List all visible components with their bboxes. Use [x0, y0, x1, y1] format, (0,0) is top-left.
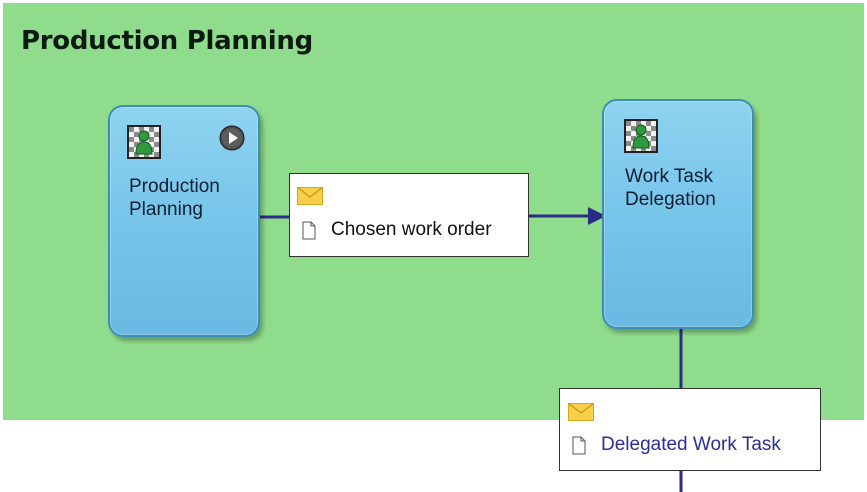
message-label: Chosen work order [331, 219, 492, 240]
arrowhead [588, 207, 606, 225]
message-chosen-work-order[interactable]: Chosen work order [289, 173, 529, 257]
document-icon [572, 436, 586, 455]
swimlane-title: Production Planning [21, 26, 313, 56]
task-production-planning[interactable]: Production Planning [108, 105, 260, 337]
task-label: Production Planning [129, 176, 220, 220]
message-link[interactable]: Delegated Work Task [601, 434, 781, 455]
envelope-icon [297, 187, 323, 205]
user-task-icon [624, 119, 658, 153]
task-label: Work Task Delegation [625, 166, 716, 210]
message-delegated-work-task[interactable]: Delegated Work Task [559, 388, 821, 471]
envelope-icon [568, 403, 594, 421]
task-work-task-delegation[interactable]: Work Task Delegation [602, 99, 754, 329]
user-task-icon [127, 125, 161, 159]
play-icon[interactable] [219, 125, 245, 151]
document-icon [302, 221, 316, 240]
